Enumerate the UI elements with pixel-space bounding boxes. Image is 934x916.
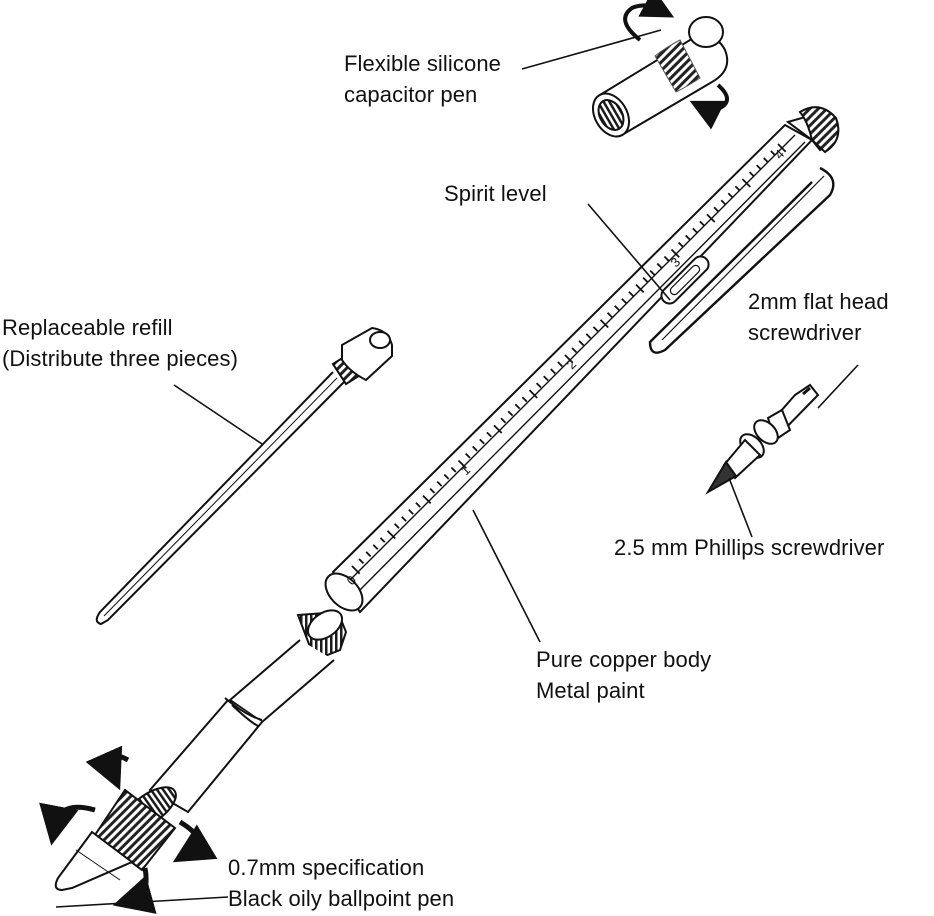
- ruler-tick: [685, 234, 691, 241]
- ruler-tick: [457, 459, 467, 469]
- leader-lines: [55, 29, 859, 908]
- label-flat-head: 2mm flat head screwdriver: [748, 289, 889, 345]
- label-body: Pure copper body Metal paint: [536, 647, 712, 703]
- ruler-tick: [543, 375, 549, 382]
- ruler-tick: [564, 354, 574, 364]
- label-capacitor-pen: Flexible silicone capacitor pen: [344, 51, 501, 107]
- ruler-tick: [656, 262, 663, 269]
- label-ballpoint: 0.7mm specification Black oily ballpoint…: [228, 855, 455, 911]
- ruler-tick: [592, 326, 599, 332]
- ruler-tick: [464, 452, 471, 459]
- ruler-tick: [628, 291, 634, 297]
- ruler-tick: [756, 164, 762, 171]
- ruler-tick: [649, 269, 656, 276]
- ruler-tick: [472, 445, 478, 452]
- label-spirit-level: Spirit level: [444, 181, 547, 206]
- ruler-tick: [571, 347, 578, 354]
- ruler-tick: [557, 361, 563, 368]
- ruler-tick: [379, 537, 386, 543]
- ruler-tick: [401, 516, 407, 522]
- ruler-tick: [450, 466, 457, 473]
- ruler-tick: [393, 523, 400, 529]
- ruler-tick: [692, 227, 698, 234]
- ruler-tick: [535, 382, 542, 389]
- ruler-tick: [748, 171, 755, 178]
- ruler-tick: [514, 403, 521, 410]
- refill: [95, 326, 393, 626]
- label-phillips: 2.5 mm Phillips screwdriver: [614, 535, 885, 560]
- ruler-tick: [365, 551, 372, 557]
- ruler-tick: [699, 220, 705, 227]
- ruler-tick: [351, 565, 361, 575]
- ruler-tick: [372, 544, 379, 550]
- rotate-arrow-icon: [623, 0, 729, 130]
- ruler-tick: [727, 192, 734, 199]
- ruler-tick: [770, 150, 776, 157]
- ruler-tick: [621, 298, 627, 304]
- rotate-arrow-icon: [39, 745, 218, 914]
- ruler-tick: [550, 368, 556, 375]
- capacitor-cap: [591, 16, 729, 138]
- ruler-tick: [713, 206, 720, 213]
- ruler-tick: [606, 312, 613, 318]
- ruler-tick: [528, 389, 538, 399]
- ruler-tick: [443, 473, 450, 480]
- ruler-tick: [578, 340, 585, 346]
- ruler-tick: [486, 431, 492, 438]
- ruler-tick: [741, 178, 751, 188]
- ruler-ticks: [351, 143, 787, 575]
- ruler-tick: [415, 502, 421, 508]
- ruler-tick: [706, 213, 716, 223]
- ruler-tick: [479, 438, 485, 445]
- screwdriver-bits: [705, 383, 820, 495]
- ruler-tick: [599, 319, 609, 329]
- pen-body: [324, 106, 840, 614]
- ruler-tick: [500, 417, 507, 424]
- ruler-tick: [663, 255, 670, 262]
- ruler-tick: [670, 248, 680, 258]
- ruler-tick: [614, 305, 620, 311]
- ruler-tick: [436, 480, 443, 487]
- ruler-tick: [408, 509, 414, 515]
- ruler-tick: [642, 276, 649, 283]
- ruler-tick: [763, 157, 769, 164]
- ruler-tick: [422, 495, 432, 505]
- ruler-tick: [720, 199, 727, 206]
- ruler-tick: [507, 410, 514, 417]
- label-refill: Replaceable refill (Distribute three pie…: [2, 315, 239, 371]
- ruler-tick: [585, 333, 592, 339]
- ruler-tick: [677, 241, 684, 248]
- ruler-tick: [358, 558, 365, 565]
- ruler-tick: [429, 487, 436, 494]
- ruler-tick: [386, 530, 396, 540]
- ruler-tick: [635, 284, 645, 294]
- ruler-tick: [493, 424, 503, 434]
- ruler-tick: [734, 185, 741, 192]
- ruler-tick: [777, 143, 787, 153]
- ruler-tick: [521, 396, 528, 403]
- lower-pen: [54, 609, 348, 892]
